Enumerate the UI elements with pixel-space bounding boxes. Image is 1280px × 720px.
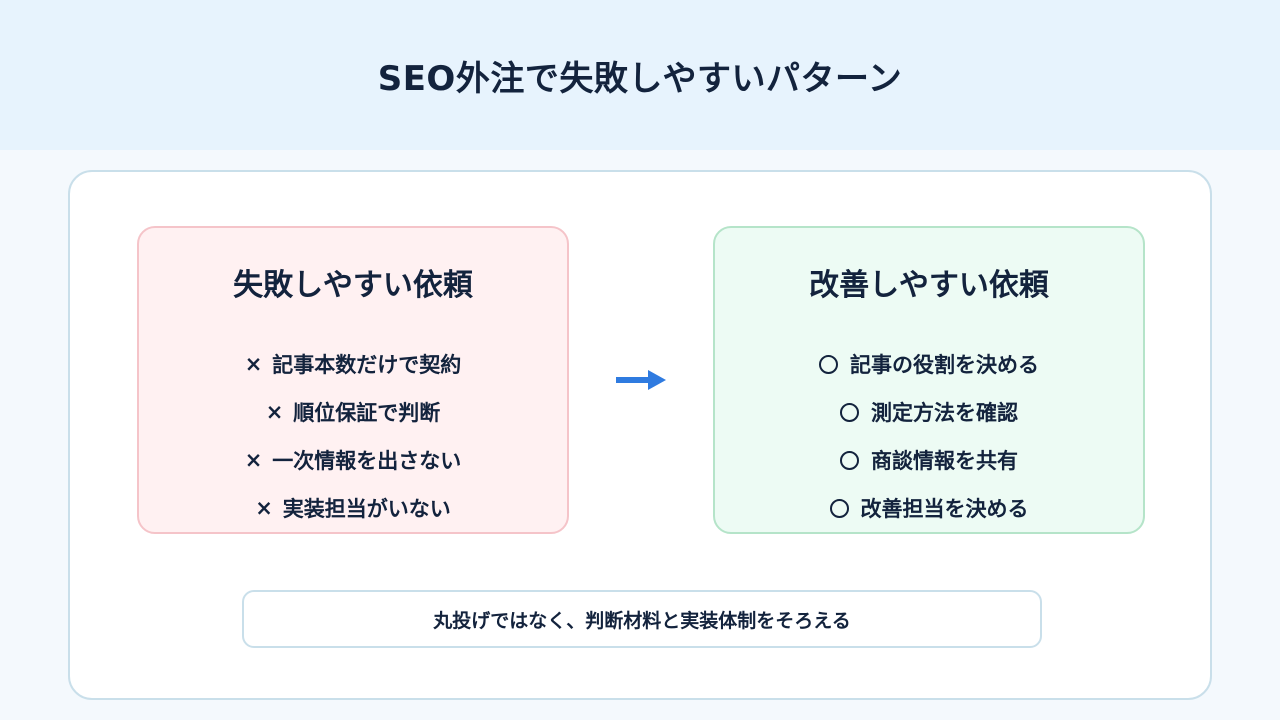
list-item: × 記事本数だけで契約: [139, 340, 567, 388]
summary-text: 丸投げではなく、判断材料と実装体制をそろえる: [433, 609, 851, 632]
list-item-label: 商談情報を共有: [871, 449, 1018, 473]
list-item-label: 実装担当がいない: [282, 497, 451, 521]
list-item-label: 測定方法を確認: [871, 401, 1018, 425]
page-title: SEO外注で失敗しやすいパターン: [377, 58, 903, 99]
content-card: 失敗しやすい依頼 × 記事本数だけで契約 × 順位保証で判断 × 一次情報を出さ…: [68, 170, 1212, 700]
cross-icon: ×: [244, 352, 263, 376]
list-item: 商談情報を共有: [715, 436, 1143, 484]
list-item: × 一次情報を出さない: [139, 436, 567, 484]
list-item-label: 一次情報を出さない: [272, 449, 462, 473]
list-item: 改善担当を決める: [715, 484, 1143, 532]
circle-icon: [829, 498, 849, 518]
cross-icon: ×: [265, 400, 284, 424]
summary-box: 丸投げではなく、判断材料と実装体制をそろえる: [242, 590, 1042, 648]
list-item: 記事の役割を決める: [715, 340, 1143, 388]
bad-box-title: 失敗しやすい依頼: [233, 268, 473, 303]
arrow-right-icon: [616, 370, 666, 390]
bad-item-list: × 記事本数だけで契約 × 順位保証で判断 × 一次情報を出さない × 実装担当…: [139, 340, 567, 532]
circle-icon: [840, 450, 859, 470]
header-band: SEO外注で失敗しやすいパターン: [0, 0, 1280, 150]
list-item: × 実装担当がいない: [139, 484, 567, 532]
cross-icon: ×: [244, 448, 263, 472]
good-box-title: 改善しやすい依頼: [809, 268, 1049, 303]
good-item-list: 記事の役割を決める 測定方法を確認 商談情報を共有 改善担当を決める: [715, 340, 1143, 532]
bad-request-box: 失敗しやすい依頼 × 記事本数だけで契約 × 順位保証で判断 × 一次情報を出さ…: [137, 226, 569, 534]
list-item-label: 改善担当を決める: [860, 497, 1029, 521]
good-request-box: 改善しやすい依頼 記事の役割を決める 測定方法を確認 商談情報を共有 改善担当を…: [713, 226, 1145, 534]
list-item: 測定方法を確認: [715, 388, 1143, 436]
list-item-label: 記事本数だけで契約: [272, 353, 462, 377]
list-item: × 順位保証で判断: [139, 388, 567, 436]
list-item-label: 順位保証で判断: [293, 401, 441, 425]
list-item-label: 記事の役割を決める: [850, 353, 1039, 377]
cross-icon: ×: [255, 496, 273, 520]
circle-icon: [819, 354, 838, 374]
circle-icon: [840, 402, 859, 422]
